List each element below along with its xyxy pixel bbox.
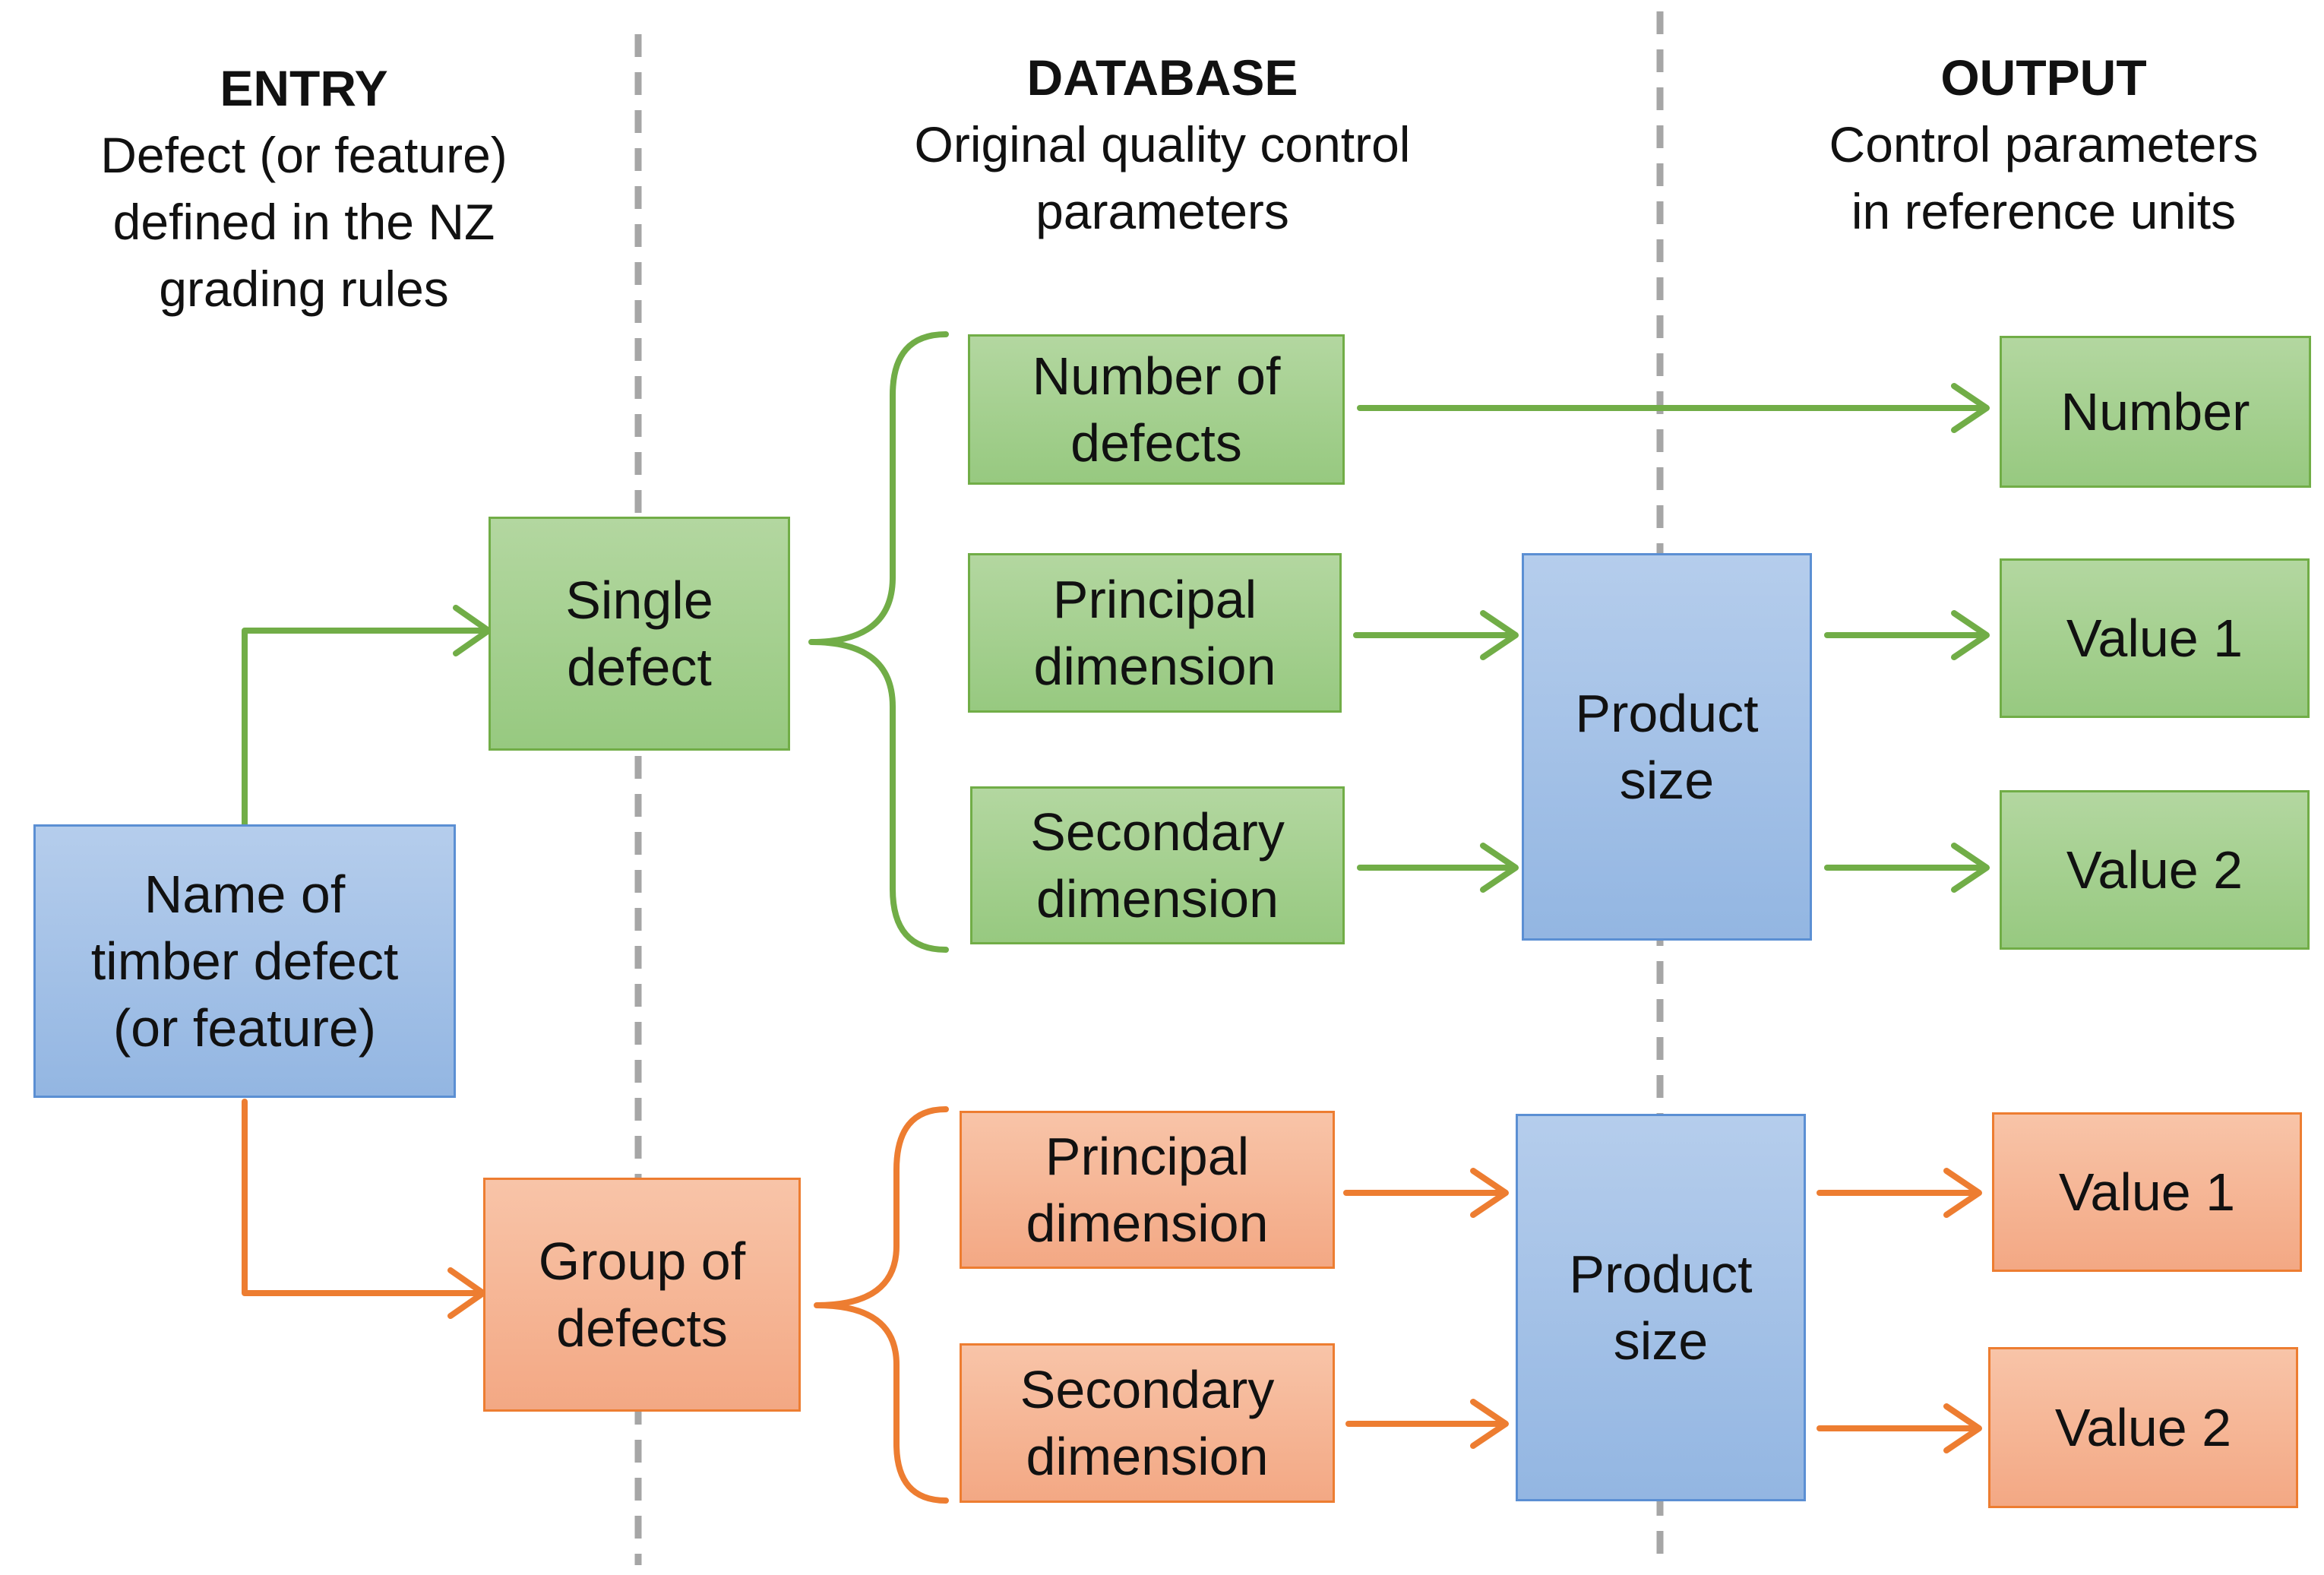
node-text: Value 1 — [2066, 609, 2243, 668]
arrowhead-group-secondary-product — [1470, 1399, 1509, 1449]
header-database-line: parameters — [1036, 183, 1289, 239]
arrowhead-product-value2 — [1951, 843, 1990, 893]
node-text: Value 1 — [2058, 1162, 2236, 1222]
arrowhead-group-product-value1 — [1943, 1168, 1982, 1218]
node-text: timber defect — [90, 931, 399, 991]
header-entry-line: defined in the NZ — [112, 194, 495, 250]
header-database-line: Original quality control — [914, 116, 1411, 172]
node-output-single-value-2: Value 2 — [2000, 790, 2310, 950]
arrowhead-group-product-value2 — [1943, 1403, 1982, 1453]
node-text: Group of — [538, 1232, 746, 1291]
node-text: (or feature) — [112, 998, 377, 1058]
node-output-group-value-2: Value 2 — [1988, 1347, 2298, 1508]
node-text: dimension — [1026, 1194, 1269, 1253]
node-text: Principal — [1045, 1127, 1250, 1186]
node-text: Product — [1569, 1245, 1753, 1304]
node-product-size-group: Product size — [1516, 1114, 1806, 1501]
node-output-number: Number — [2000, 336, 2311, 488]
node-text: Principal — [1052, 570, 1257, 629]
header-output: OUTPUT Control parameters in reference u… — [1770, 44, 2317, 245]
header-output-line: in reference units — [1851, 183, 2237, 239]
node-single-defect: Single defect — [489, 517, 790, 751]
node-text: dimension — [1036, 869, 1279, 928]
node-text: Value 2 — [2066, 840, 2243, 900]
node-group-of-defects: Group of defects — [483, 1178, 801, 1412]
header-entry-title: ENTRY — [220, 60, 388, 116]
node-text: Number of — [1032, 346, 1281, 406]
node-text: dimension — [1033, 637, 1276, 696]
node-group-principal-dimension: Principal dimension — [960, 1111, 1335, 1269]
arrowhead-secondary-product — [1480, 843, 1519, 893]
node-text: defect — [567, 637, 712, 697]
node-text: Value 2 — [2054, 1398, 2232, 1457]
node-text: Number — [2060, 382, 2250, 441]
node-text: Secondary — [1020, 1360, 1275, 1419]
connector-name-to-group — [242, 1099, 480, 1296]
connector-name-to-single — [242, 628, 485, 827]
node-text: size — [1613, 1311, 1709, 1371]
node-output-single-value-1: Value 1 — [2000, 558, 2310, 718]
brace-group — [814, 1106, 949, 1504]
node-text: defects — [1070, 413, 1242, 473]
header-entry-line: Defect (or feature) — [100, 127, 507, 183]
node-name-of-timber-defect: Name of timber defect (or feature) — [33, 824, 456, 1098]
node-group-secondary-dimension: Secondary dimension — [960, 1343, 1335, 1503]
node-text: Secondary — [1030, 802, 1285, 862]
node-single-principal-dimension: Principal dimension — [968, 553, 1342, 713]
arrowhead-group-principal-product — [1470, 1168, 1509, 1218]
header-entry: ENTRY Defect (or feature) defined in the… — [30, 55, 577, 322]
node-output-group-value-1: Value 1 — [1992, 1112, 2302, 1272]
node-text: Name of — [144, 865, 346, 924]
node-text: size — [1619, 751, 1715, 810]
arrowhead-number-output — [1951, 383, 1990, 433]
header-database-title: DATABASE — [1026, 49, 1298, 106]
node-product-size-single: Product size — [1522, 553, 1812, 941]
header-output-line: Control parameters — [1829, 116, 2259, 172]
brace-single — [808, 331, 949, 953]
node-single-secondary-dimension: Secondary dimension — [970, 786, 1345, 944]
node-text: Product — [1575, 684, 1759, 743]
arrowhead-product-value1 — [1951, 610, 1990, 660]
header-output-title: OUTPUT — [1940, 49, 2147, 106]
node-text: dimension — [1026, 1427, 1269, 1486]
node-text: defects — [556, 1298, 728, 1358]
node-number-of-defects: Number of defects — [968, 334, 1345, 485]
arrowhead-principal-product — [1480, 610, 1519, 660]
header-entry-line: grading rules — [159, 261, 449, 317]
node-text: Single — [565, 571, 713, 630]
header-database: DATABASE Original quality control parame… — [828, 44, 1497, 245]
